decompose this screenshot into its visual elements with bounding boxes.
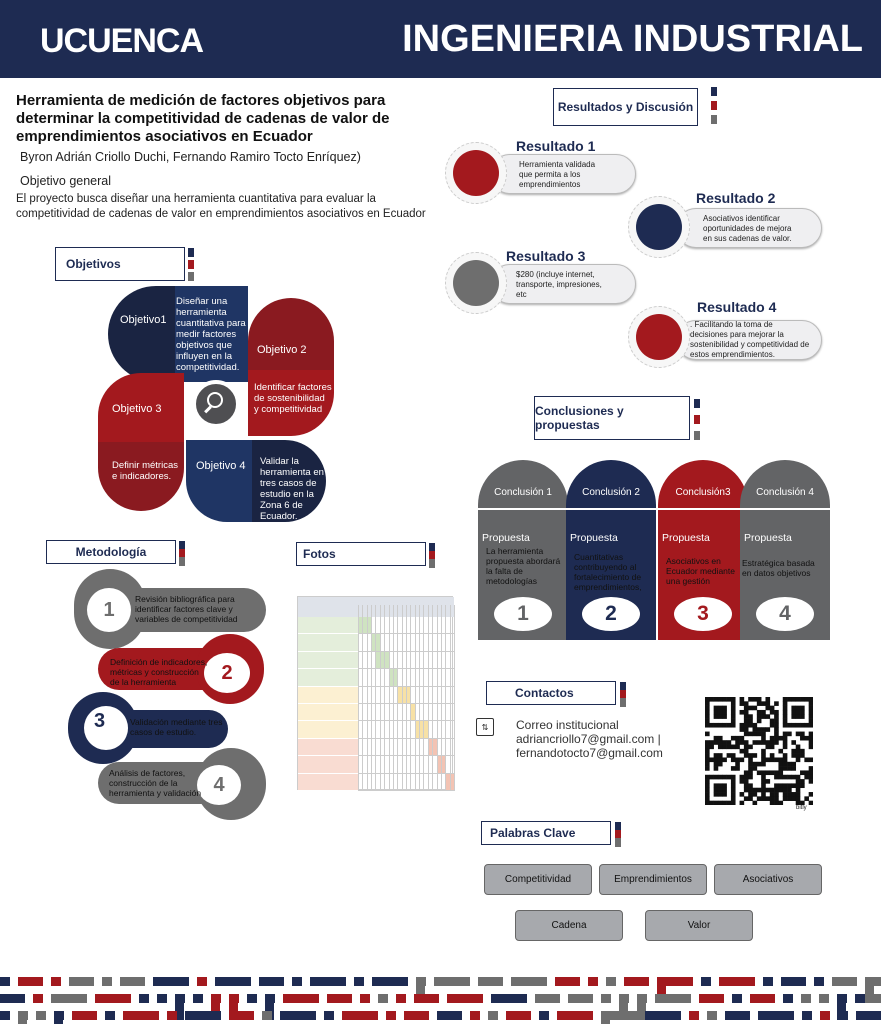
keyword-emprendimientos: Emprendimientos	[599, 864, 707, 895]
faculty-title: INGENIERIA INDUSTRIAL	[402, 18, 863, 60]
keyword-cadena: Cadena	[515, 910, 623, 941]
keyword-valor: Valor	[645, 910, 753, 941]
objective-1: Objetivo1 Diseñar una herramienta cuanti…	[108, 286, 248, 382]
metodologia-heading: Metodología	[46, 540, 176, 564]
contactos-heading: Contactos	[486, 681, 616, 705]
objective-text: El proyecto busca diseñar una herramient…	[16, 193, 426, 220]
objective-text: Definir métricas e indicadores.	[112, 460, 178, 482]
fotos-heading: Fotos	[296, 542, 426, 566]
gantt-chart-photo	[297, 596, 455, 791]
keyword-competitividad: Competitividad	[484, 864, 592, 895]
qr-brand: bitly	[796, 805, 807, 811]
objetivos-heading: Objetivos	[55, 247, 185, 281]
mail-tray-icon: ⇅	[476, 718, 494, 736]
ucuenca-logo: UCUENCA	[40, 22, 204, 60]
objective-text: Diseñar una herramienta cuantitativa par…	[176, 296, 246, 373]
conclusiones-heading: Conclusiones y propuestas	[534, 396, 690, 440]
email-link-2[interactable]: fernandotocto7@gmail.com	[516, 746, 663, 760]
poster-title: Herramienta de medición de factores obje…	[16, 92, 390, 145]
search-icon	[192, 380, 240, 428]
objective-text: Validar la herramienta en tres casos de …	[260, 456, 324, 522]
keyword-asociativos: Asociativos	[714, 864, 822, 895]
authors: Byron Adrián Criollo Duchi, Fernando Ram…	[20, 150, 361, 164]
footer-pattern	[0, 977, 881, 1024]
email-link-1[interactable]: adriancriollo7@gmail.com |	[516, 732, 661, 746]
header-bar: UCUENCA INGENIERIA INDUSTRIAL	[0, 0, 881, 78]
objective-4: Objetivo 4 Validar la herramienta en tre…	[186, 440, 326, 522]
objective-label: Objetivo 4	[196, 460, 246, 472]
resultados-heading: Resultados y Discusión	[553, 88, 698, 126]
qr-code[interactable]	[705, 697, 813, 805]
objective-text: Identificar factores de sostenibilidad y…	[254, 382, 332, 415]
objective-label: Objetivo 2	[257, 344, 307, 356]
contact-label: Correo institucional	[516, 718, 619, 732]
objective-heading: Objetivo general	[20, 174, 112, 188]
palabras-heading: Palabras Clave	[481, 821, 611, 845]
objective-label: Objetivo1	[120, 314, 167, 326]
objective-2: Objetivo 2 Identificar factores de soste…	[248, 298, 334, 436]
objective-3: Objetivo 3 Definir métricas e indicadore…	[98, 373, 184, 511]
objective-label: Objetivo 3	[112, 403, 162, 415]
